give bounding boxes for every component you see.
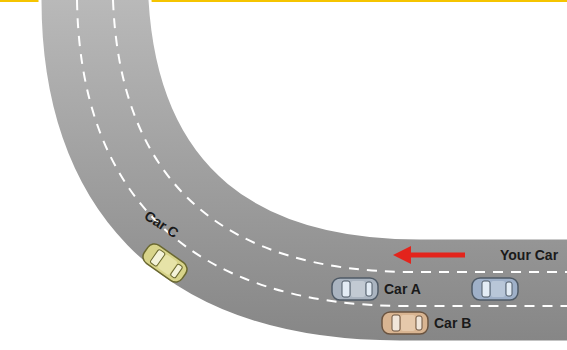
car-symbol <box>472 278 518 300</box>
lane-divider <box>113 0 567 272</box>
curved-road <box>40 0 567 342</box>
car-window <box>506 282 512 296</box>
lane-divider <box>77 0 567 306</box>
car-roof <box>491 281 505 297</box>
car-body <box>140 241 190 285</box>
car-symbol <box>332 278 378 300</box>
road-edge <box>40 0 567 342</box>
road-edge <box>150 0 567 238</box>
car-symbol <box>382 312 428 334</box>
car-window <box>482 281 490 297</box>
car-label: Car B <box>434 315 471 331</box>
direction-arrow <box>393 246 465 264</box>
arrow-shaft <box>408 253 465 258</box>
car-window <box>170 264 183 279</box>
car-body <box>472 278 518 300</box>
car-window <box>392 315 400 331</box>
car-window <box>366 282 372 296</box>
car-symbol <box>140 241 190 285</box>
car-roof <box>351 281 365 297</box>
car-label: Car A <box>384 281 421 297</box>
car-label: Your Car <box>500 247 558 263</box>
car-roof <box>401 315 415 331</box>
car-body <box>332 278 378 300</box>
car-window <box>342 281 350 297</box>
car-window <box>416 316 422 330</box>
car-body <box>382 312 428 334</box>
arrow-head <box>393 246 411 264</box>
